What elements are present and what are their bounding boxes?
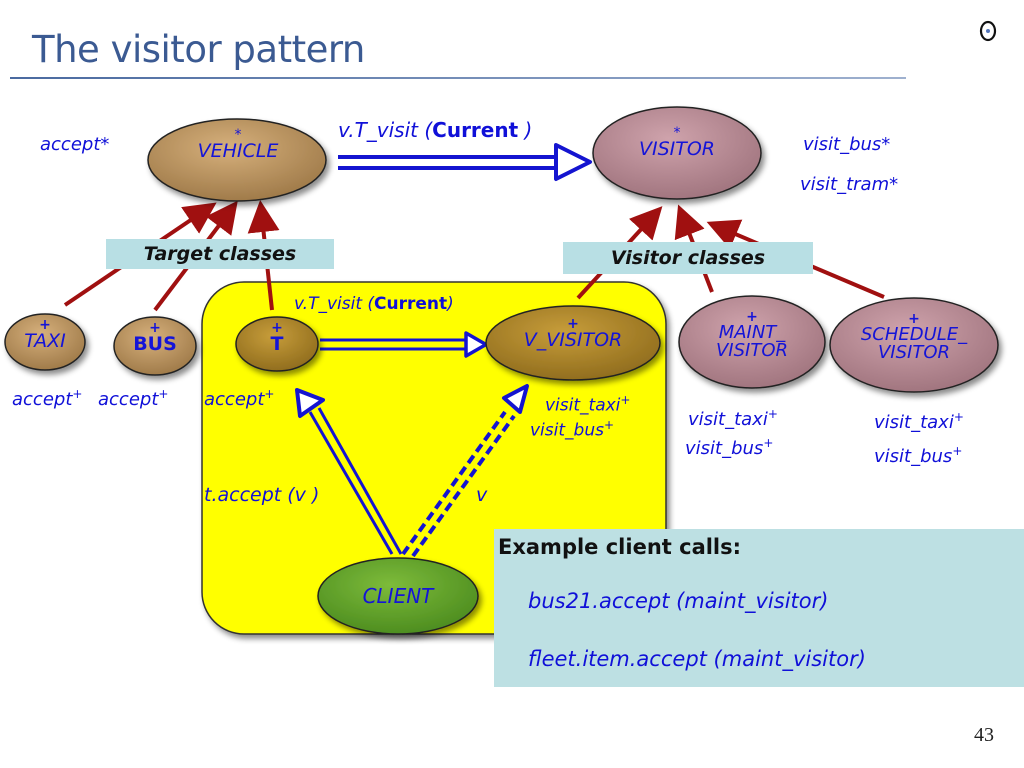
feature-name: visit_bus	[685, 438, 764, 459]
inner-call-label: v.T_visit (Current)	[294, 294, 454, 314]
t-calls-v-visitor-arrow	[320, 331, 488, 358]
inner-call-prefix: v.T_visit (	[294, 294, 375, 314]
taxi-node[interactable]	[4, 313, 86, 371]
visitor-node-label: * VISITOR	[617, 126, 737, 159]
effective-marker: +	[39, 317, 51, 333]
schedule-feature-label-1: visit_taxi+	[874, 410, 964, 433]
visitor-feature-label-1: visit_bus*	[803, 134, 891, 155]
example-line-2: fleet.item.accept (maint_visitor)	[528, 647, 866, 671]
effective-marker: +	[567, 316, 579, 332]
effective-marker: +	[603, 418, 615, 432]
client-node[interactable]	[317, 557, 479, 635]
effective-marker: +	[620, 393, 631, 407]
example-title: Example client calls:	[498, 535, 742, 559]
visitor-node[interactable]	[592, 106, 762, 200]
effective-marker: +	[953, 410, 964, 424]
t-node-label: + T	[237, 321, 317, 354]
example-line-1: bus21.accept (maint_visitor)	[528, 589, 829, 613]
effective-marker: +	[264, 387, 275, 401]
schedule-visitor-node-label: + SCHEDULE_ VISITOR	[834, 312, 994, 362]
client-name: CLIENT	[362, 584, 434, 608]
bus-name: BUS	[133, 333, 177, 355]
client-node-label: CLIENT	[338, 586, 458, 606]
maint-visitor-name-line2: VISITOR	[715, 340, 789, 361]
taxi-feature-label: accept+	[12, 387, 82, 410]
effective-marker: +	[763, 436, 774, 450]
top-call-label: v.T_visit (Current )	[338, 118, 532, 142]
effective-marker: +	[908, 311, 920, 327]
t-feature-label: accept+	[204, 387, 274, 410]
v-visitor-name: V_VISITOR	[523, 329, 623, 351]
feature-name: accept	[98, 389, 159, 410]
example-client-calls-box: Example client calls: bus21.accept (main…	[494, 529, 1024, 687]
visitor-classes-tag: Visitor classes	[563, 242, 813, 274]
effective-marker: +	[767, 407, 778, 421]
maint-visitor-node[interactable]	[678, 295, 826, 389]
inner-call-suffix: )	[447, 294, 454, 314]
top-call-suffix: )	[518, 118, 533, 142]
v-visitor-feature-label-2: visit_bus+	[530, 418, 614, 441]
feature-name: visit_taxi	[874, 412, 954, 433]
client-uses-v-visitor-arrow	[401, 384, 529, 558]
v-visitor-feature-label-1: visit_taxi+	[545, 393, 630, 416]
visitor-feature-label-2: visit_tram*	[800, 174, 899, 195]
vehicle-calls-visitor-arrow	[338, 143, 592, 181]
top-call-current: Current	[432, 118, 519, 142]
vehicle-node-label: * VEHICLE	[178, 128, 298, 161]
top-call-prefix: v.T_visit (	[338, 118, 433, 142]
maint-feature-label-2: visit_bus+	[685, 436, 773, 459]
effective-marker: +	[952, 444, 963, 458]
taxi-node-label: + TAXI	[5, 318, 85, 351]
client-call-v-label: v	[476, 484, 488, 506]
feature-name: accept	[12, 389, 73, 410]
effective-marker: +	[158, 387, 169, 401]
taxi-name: TAXI	[24, 330, 66, 352]
effective-marker: +	[746, 309, 758, 325]
page-number: 43	[974, 724, 994, 746]
vehicle-node[interactable]	[147, 118, 327, 202]
bus-feature-label: accept+	[98, 387, 168, 410]
v-visitor-node[interactable]	[485, 305, 661, 381]
t-name: T	[270, 333, 284, 355]
effective-marker: +	[72, 387, 83, 401]
feature-name: visit_taxi	[688, 409, 768, 430]
client-calls-t-arrow	[295, 388, 403, 555]
bus-node-label: + BUS	[115, 321, 195, 354]
slide-title: The visitor pattern	[32, 28, 365, 71]
schedule-visitor-name-line1: SCHEDULE_	[860, 324, 968, 345]
target-classes-tag: Target classes	[106, 239, 334, 269]
vehicle-name: VEHICLE	[197, 140, 279, 162]
deferred-marker: *	[234, 127, 242, 143]
feature-name: visit_taxi	[545, 395, 621, 416]
schedule-visitor-node[interactable]	[829, 297, 999, 393]
v-visitor-node-label: + V_VISITOR	[493, 317, 653, 350]
eth-logo-icon	[979, 20, 997, 42]
title-underline	[10, 77, 906, 79]
feature-name: accept	[204, 389, 265, 410]
schedule-feature-label-2: visit_bus+	[874, 444, 962, 467]
vehicle-feature-label: accept*	[40, 134, 110, 155]
effective-marker: +	[271, 320, 283, 336]
deferred-marker: *	[673, 125, 681, 141]
t-node[interactable]	[235, 316, 319, 372]
maint-feature-label-1: visit_taxi+	[688, 407, 778, 430]
effective-marker: +	[149, 320, 161, 336]
schedule-visitor-name-line2: VISITOR	[877, 342, 951, 363]
visitor-name: VISITOR	[638, 138, 716, 160]
maint-visitor-node-label: + MAINT_ VISITOR	[682, 310, 822, 360]
inner-call-current: Current	[374, 294, 448, 314]
client-call-t-label: t.accept (v )	[204, 484, 320, 506]
maint-visitor-name-line1: MAINT_	[718, 322, 786, 343]
feature-name: visit_bus	[530, 420, 604, 441]
feature-name: visit_bus	[874, 446, 953, 467]
bus-node[interactable]	[113, 316, 197, 376]
